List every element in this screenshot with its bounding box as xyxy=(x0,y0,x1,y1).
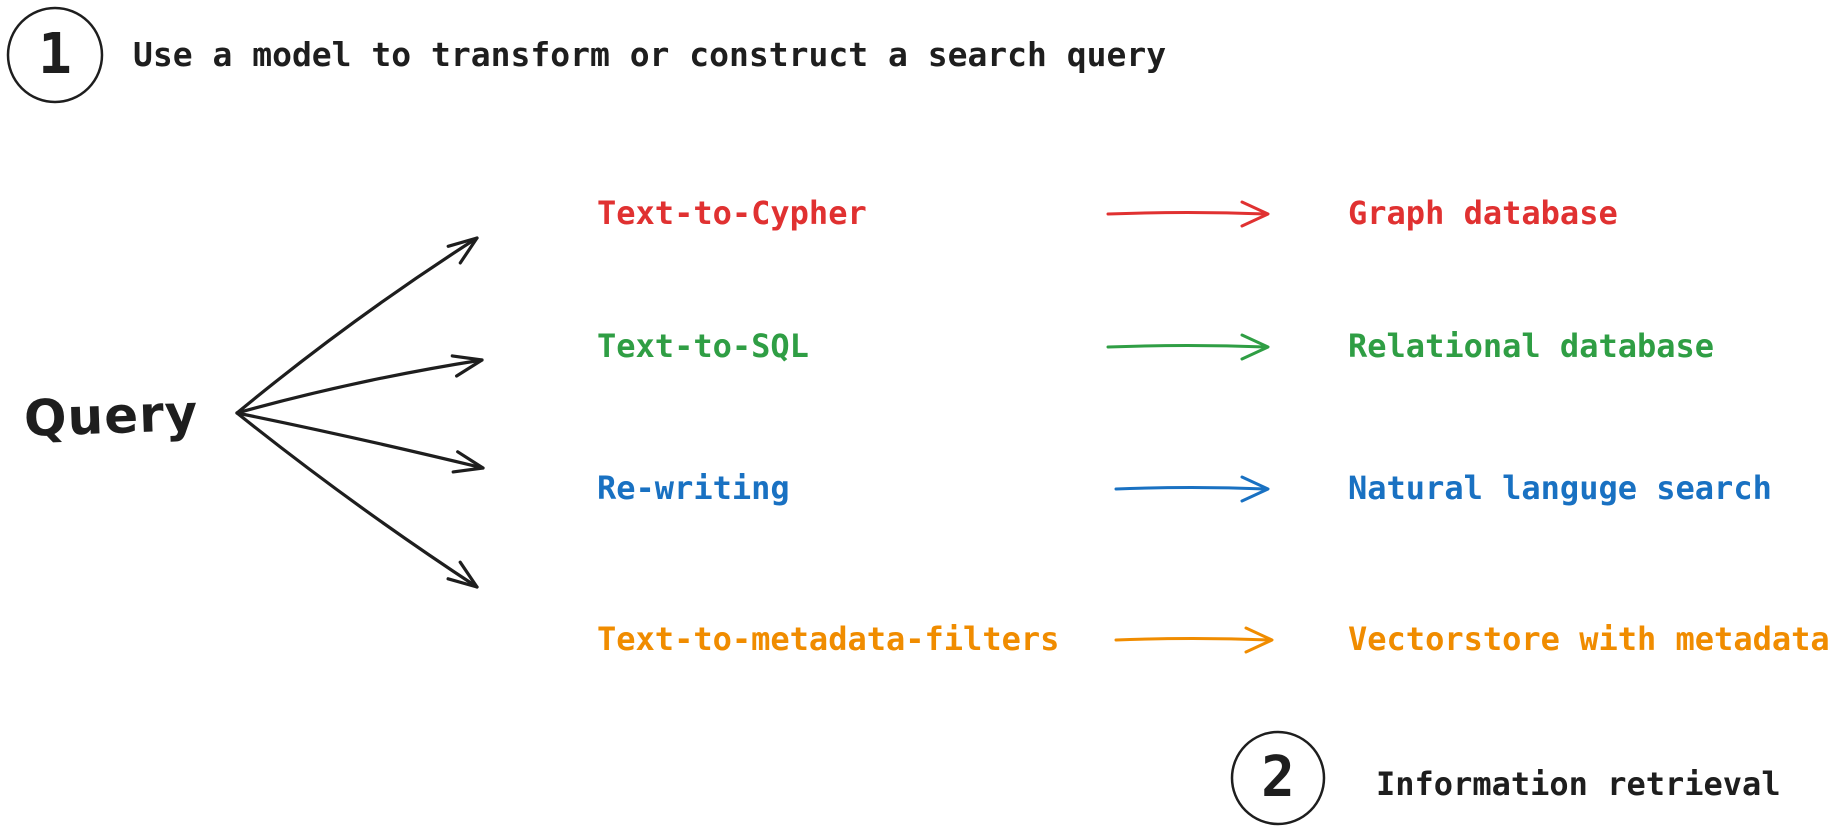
arrow-text-to-sql-to-relational-database xyxy=(1106,333,1270,361)
target-label-graph-database: Graph database xyxy=(1348,194,1618,232)
arrow-re-writing-to-natural-language-search xyxy=(1114,475,1270,503)
arrow-text-to-cypher-to-graph-database xyxy=(1106,200,1270,228)
target-label-natural-language-search: Natural languge search xyxy=(1348,469,1772,507)
query-fan-arrow-re-writing xyxy=(235,411,485,474)
step2-number: 2 xyxy=(1261,745,1295,810)
step1-number: 1 xyxy=(38,22,72,87)
query-node-label: Query xyxy=(23,383,200,449)
step1-circle xyxy=(6,6,104,104)
query-fan-arrow-text-to-metadata-filters xyxy=(235,411,479,589)
step2-label: Information retrieval xyxy=(1376,765,1781,803)
query-fan-arrow-text-to-sql xyxy=(235,354,484,415)
target-label-relational-database: Relational database xyxy=(1348,327,1715,365)
arrow-text-to-metadata-filters-to-vectorstore xyxy=(1114,626,1274,654)
method-label-text-to-cypher: Text-to-Cypher xyxy=(597,194,867,232)
step1-label: Use a model to transform or construct a … xyxy=(133,35,1167,74)
ink-elements xyxy=(6,6,1326,826)
method-label-re-writing: Re-writing xyxy=(597,469,790,507)
target-label-vectorstore-with-metadata: Vectorstore with metadata xyxy=(1348,620,1830,658)
method-label-text-to-sql: Text-to-SQL xyxy=(597,327,809,365)
step2-circle xyxy=(1230,730,1326,826)
query-fan-arrow-text-to-cypher xyxy=(235,236,479,415)
method-label-text-to-metadata-filters: Text-to-metadata-filters xyxy=(597,620,1060,658)
